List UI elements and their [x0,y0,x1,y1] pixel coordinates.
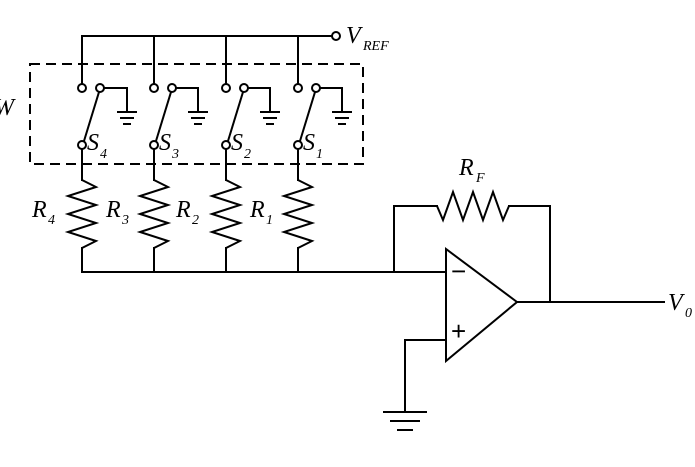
opamp-triangle [445,247,519,364]
resistor-4-subscript: 4 [48,213,55,228]
branch-3: S 3 R 3 [105,35,208,273]
switch-4-ref-contact [77,83,87,93]
switch-4-gnd-contact [95,83,105,93]
switch-4-pivot [77,140,87,150]
feedback-resistor [436,189,510,223]
switch-3-pivot [149,140,159,150]
resistor-2-subscript: 2 [192,213,199,228]
switch-3-gnd-contact [167,83,177,93]
switch-box-label: W [0,95,16,121]
resistor-2 [208,179,244,249]
switch-3-blade [154,90,173,143]
switch-3-ground-icon [188,111,208,125]
switch-1-subscript: 1 [316,147,323,162]
switch-4-label: S [87,130,99,156]
opamp-plus-sign: + [451,316,466,346]
resistor-4 [64,179,100,249]
feedback-left-wire [393,205,438,273]
vout-label: V [668,290,685,316]
resistor-3 [136,179,172,249]
switch-2-pivot [221,140,231,150]
switch-1-gnd-contact [311,83,321,93]
vref-terminal [331,31,341,41]
rf-subscript: F [475,171,485,186]
opamp-minus-sign: − [451,256,466,286]
switch-box [29,63,364,165]
switch-2-gnd-contact [239,83,249,93]
switch-2-ground-icon [260,111,280,125]
switch-1-blade [298,90,317,143]
switch-1-label: S [303,130,315,156]
resistor-3-label: R [105,197,121,223]
resistor-3-subscript: 3 [121,213,129,228]
switch-2-subscript: 2 [244,147,251,162]
switch-3-ref-contact [149,83,159,93]
switch-3-label: S [159,130,171,156]
branch-4: S 4 R 4 [31,35,137,273]
switch-4-blade [82,90,101,143]
switch-2-blade [226,90,245,143]
switch-3-ground-lead [176,87,199,112]
branch-1: S 1 R 1 [249,35,352,273]
switch-4-subscript: 4 [100,147,107,162]
switch-1-pivot [293,140,303,150]
switch-4-ground-icon [117,111,137,125]
vref-subscript: REF [362,39,389,54]
switch-1-ref-contact [293,83,303,93]
feedback-right-wire [508,205,551,303]
switch-1-ground-icon [332,111,352,125]
branch-2: S 2 R 2 [175,35,280,273]
vout-subscript: 0 [685,306,692,321]
resistor-1-label: R [249,197,265,223]
switch-1-ground-lead [320,87,343,112]
resistor-2-label: R [175,197,191,223]
switch-2-ref-contact [221,83,231,93]
resistor-1 [280,179,316,249]
noninverting-ground-wire [404,339,447,413]
vref-label: V [346,23,363,49]
switch-3-subscript: 3 [171,147,179,162]
ground-icon [383,411,427,431]
rf-label: R [458,155,474,181]
switch-4-ground-lead [104,87,128,112]
resistor-1-subscript: 1 [266,213,273,228]
resistor-4-label: R [31,197,47,223]
switch-2-ground-lead [248,87,271,112]
switch-2-label: S [231,130,243,156]
